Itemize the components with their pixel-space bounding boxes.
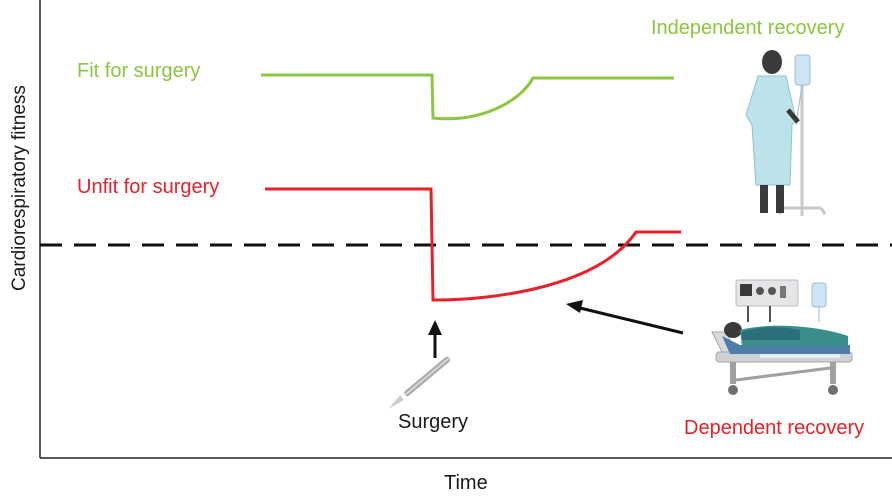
independent-recovery-label: Independent recovery — [651, 17, 845, 39]
unfit-trajectory-line — [265, 187, 681, 302]
surgery-arrow — [428, 320, 442, 358]
fit-for-surgery-label: Fit for surgery — [77, 60, 201, 82]
dependent-recovery-label: Dependent recovery — [684, 417, 865, 439]
fit-trajectory-line — [261, 73, 674, 121]
surgery-label: Surgery — [398, 411, 469, 433]
y-axis-label: Cardiorespiratory fitness — [9, 85, 30, 291]
x-axis-label: Time — [444, 472, 488, 494]
scalpel-icon — [388, 356, 451, 410]
unfit-for-surgery-label: Unfit for surgery — [77, 176, 220, 198]
dependent-arrow — [566, 300, 684, 335]
hospital-bed-patient-icon — [711, 279, 853, 395]
standing-patient-iv-icon — [745, 50, 827, 216]
